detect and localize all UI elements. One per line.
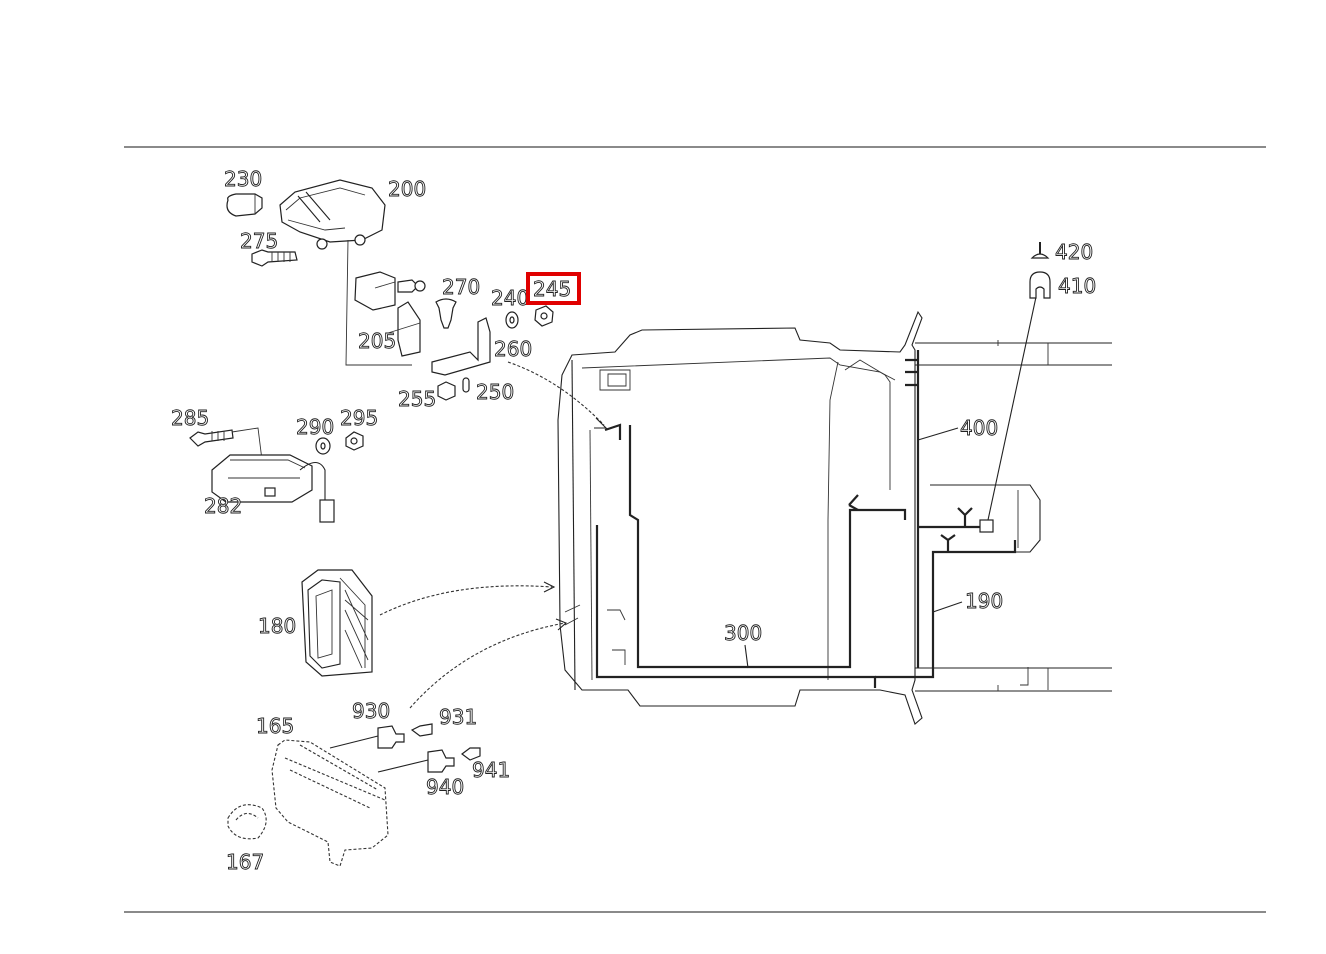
callout-260[interactable]: 260 [494, 337, 533, 362]
vehicle-frame-drawing [557, 310, 1112, 725]
callout-282[interactable]: 282 [204, 494, 243, 519]
callout-200[interactable]: 200 [388, 177, 427, 202]
callout-941[interactable]: 941 [472, 758, 511, 783]
lamp-assembly-165 [227, 618, 568, 867]
callout-245[interactable]: 245 [533, 277, 572, 302]
callout-190[interactable]: 190 [965, 589, 1004, 614]
lamp-assembly-200 [226, 179, 608, 429]
callout-285[interactable]: 285 [171, 406, 210, 431]
leader-400 [917, 427, 959, 441]
callout-400[interactable]: 400 [960, 416, 999, 441]
callout-420[interactable]: 420 [1055, 240, 1094, 265]
leader-300 [744, 644, 749, 669]
callout-250[interactable]: 250 [476, 380, 515, 405]
callout-165[interactable]: 165 [256, 714, 295, 739]
tail-lamp-180 [301, 569, 556, 677]
callout-275[interactable]: 275 [240, 229, 279, 254]
callout-295[interactable]: 295 [340, 406, 379, 431]
callout-245-highlight [526, 272, 581, 305]
leader-410 [987, 296, 1037, 521]
callout-290[interactable]: 290 [296, 415, 335, 440]
lamp-assembly-282 [189, 427, 364, 523]
callout-240[interactable]: 240 [491, 286, 530, 311]
callout-167[interactable]: 167 [226, 850, 265, 875]
callout-940[interactable]: 940 [426, 775, 465, 800]
connector-410-icon [1029, 271, 1051, 299]
callout-230[interactable]: 230 [224, 167, 263, 192]
callout-931[interactable]: 931 [439, 705, 478, 730]
leader-190 [932, 601, 963, 613]
callout-205[interactable]: 205 [358, 329, 397, 354]
callout-255[interactable]: 255 [398, 387, 437, 412]
callout-410[interactable]: 410 [1058, 274, 1097, 299]
terminal-420-icon [1030, 242, 1050, 259]
callout-270[interactable]: 270 [442, 275, 481, 300]
callout-300[interactable]: 300 [724, 621, 763, 646]
callout-930[interactable]: 930 [352, 699, 391, 724]
callout-180[interactable]: 180 [258, 614, 297, 639]
